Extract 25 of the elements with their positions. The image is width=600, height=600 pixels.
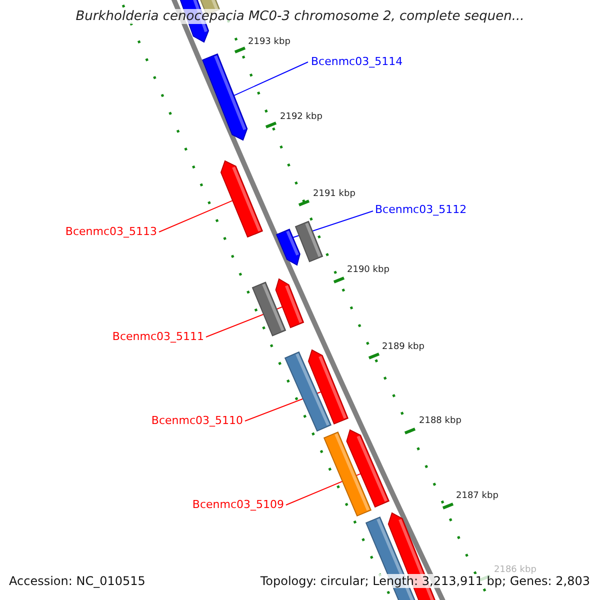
tick-label: 2190 kbp — [347, 265, 390, 275]
tick-label: 2191 kbp — [313, 189, 356, 199]
gene-feature — [275, 278, 304, 328]
gene-feature — [220, 160, 264, 238]
tick-label: 2193 kbp — [248, 37, 290, 47]
gene-label: Bcenmc03_5113 — [65, 225, 157, 238]
gene-feature — [294, 220, 324, 262]
gene-label: Bcenmc03_5114 — [311, 55, 403, 68]
tick-label: 2186 kbp — [494, 565, 536, 575]
gene-feature — [346, 429, 390, 508]
gene-label: Bcenmc03_5112 — [375, 203, 467, 216]
leader-line — [233, 62, 308, 96]
summary-text: Topology: circular; Length: 3,213,911 bp; Genes: 2,803 — [260, 574, 590, 588]
leader-line — [158, 200, 234, 232]
tick-label: 2187 kbp — [456, 491, 498, 501]
gene-label: Bcenmc03_5110 — [151, 414, 243, 427]
accession-text: Accession: NC_010515 — [9, 574, 146, 588]
tick-label: 2188 kbp — [419, 416, 462, 426]
tick-label: 2189 kbp — [382, 342, 424, 352]
tick-label: 2192 kbp — [280, 112, 322, 122]
gene-feature — [276, 228, 300, 266]
gene-label: Bcenmc03_5109 — [192, 498, 284, 511]
gene-feature — [308, 349, 349, 424]
gene-label: Bcenmc03_5111 — [112, 330, 204, 343]
gene-feature — [202, 53, 248, 141]
